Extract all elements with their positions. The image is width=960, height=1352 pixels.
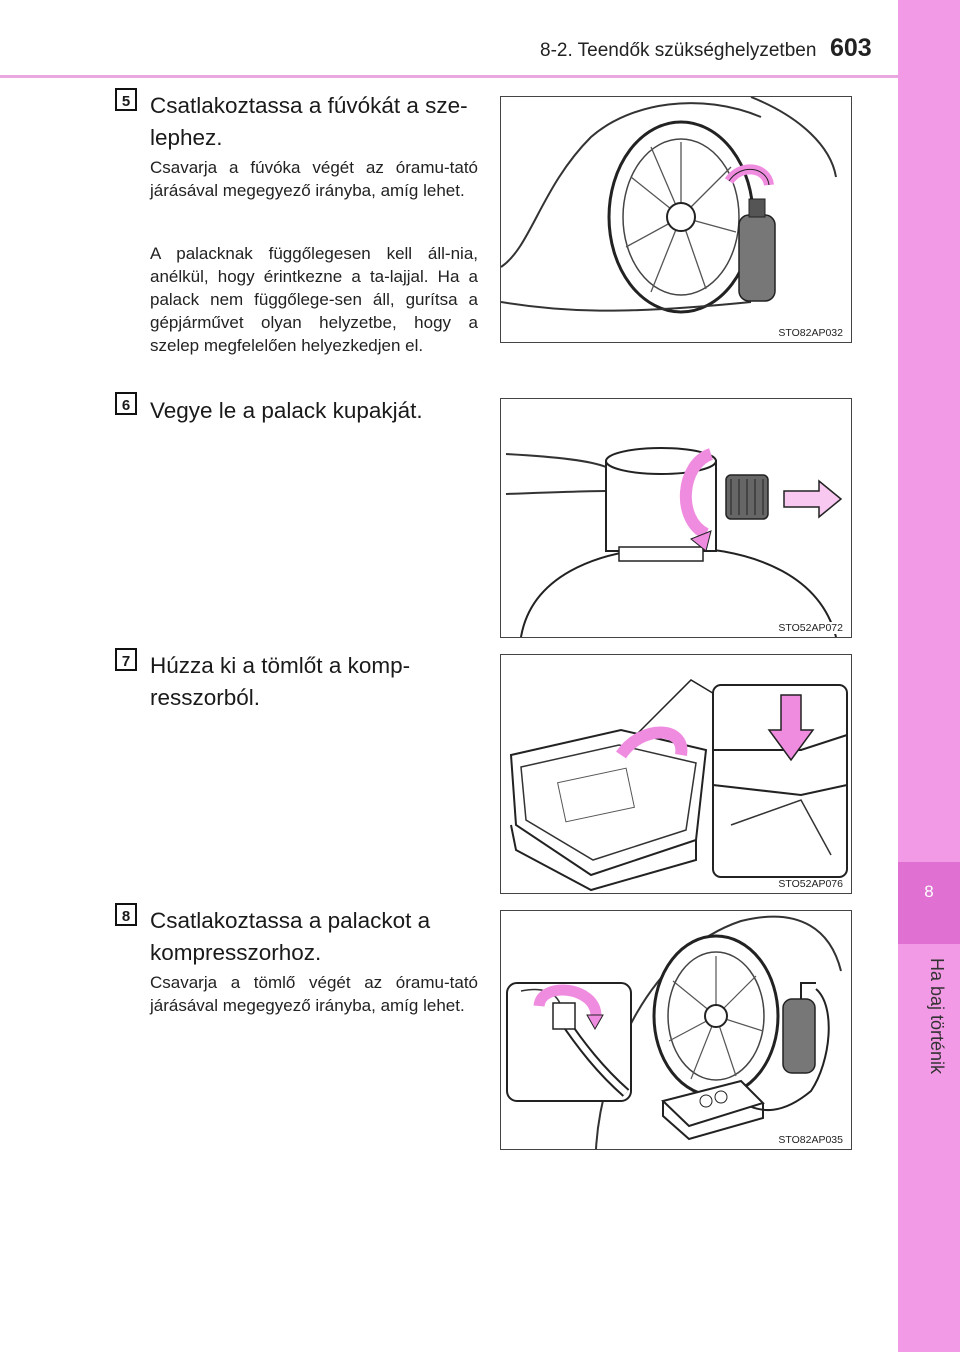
figure-code: STO82AP035 — [776, 1134, 845, 1146]
step-7-title: Húzza ki a tömlőt a komp- resszorból. — [150, 653, 411, 710]
figure-connect-bottle: STO82AP035 — [500, 910, 852, 1150]
step-5-title: Csatlakoztassa a fúvókát a sze- lephez. — [150, 93, 468, 150]
header-divider — [0, 75, 898, 78]
figure-code: STO82AP032 — [776, 327, 845, 339]
step-number-5: 5 — [115, 88, 137, 111]
chapter-tab — [898, 0, 960, 1352]
step-5-paragraph-1: Csavarja a fúvóka végét az óramu-tató já… — [150, 158, 478, 200]
chapter-number: 8 — [924, 882, 934, 901]
step-8-title: Csatlakoztassa a palackot a kompresszorh… — [150, 908, 431, 965]
step-number-7: 7 — [115, 648, 137, 671]
figure-remove-cap: STO52AP072 — [500, 398, 852, 638]
step-number-6: 6 — [115, 392, 137, 415]
figure-code: STO52AP076 — [776, 878, 845, 890]
step-number-8: 8 — [115, 903, 137, 926]
step-6-title: Vegye le a palack kupakját. — [150, 398, 423, 423]
figure-pull-hose: STO52AP076 — [500, 654, 852, 894]
chapter-tab-marker — [898, 862, 960, 944]
section-title: 8-2. Teendők szükséghelyzetben — [540, 40, 817, 61]
figure-nozzle-valve: STO82AP032 — [500, 96, 852, 343]
figure-code: STO52AP072 — [776, 622, 845, 634]
page-number: 603 — [830, 34, 872, 62]
step-8-paragraph-1: Csavarja a tömlő végét az óramu-tató jár… — [150, 973, 478, 1015]
step-5-paragraph-2: A palacknak függőlegesen kell áll-nia, a… — [150, 244, 478, 355]
chapter-title: Ha baj történik — [927, 958, 947, 1075]
